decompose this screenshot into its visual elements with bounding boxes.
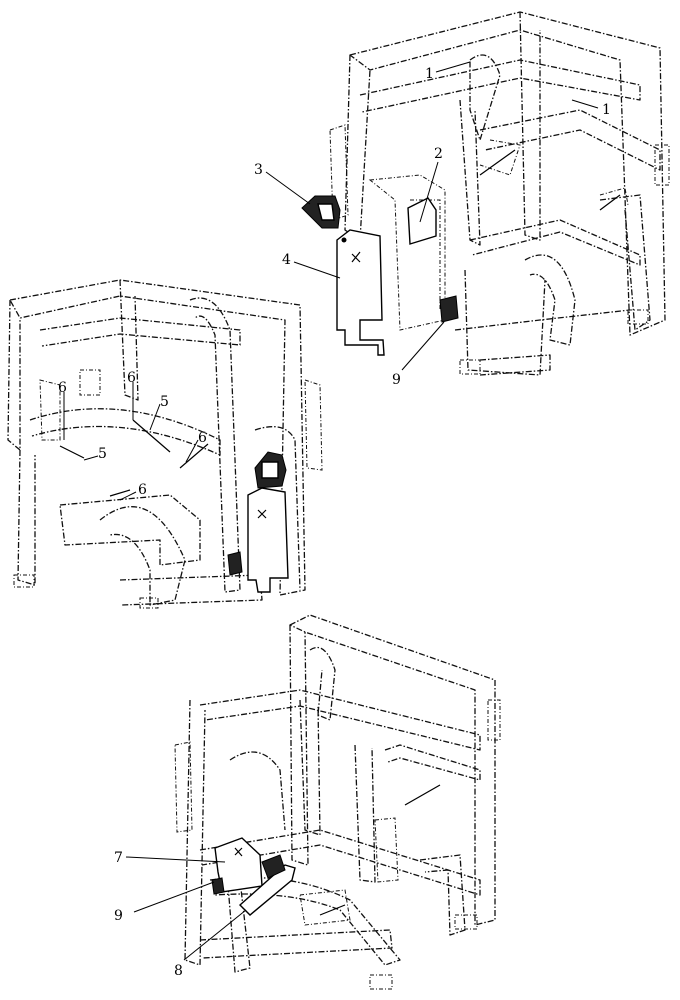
part-2-panel (407, 197, 437, 245)
callout-5a: 5 (160, 394, 169, 410)
view-2-bracket (254, 451, 287, 489)
callout-6b: 6 (127, 370, 136, 386)
callout-3: 3 (254, 162, 263, 178)
callout-4: 4 (282, 252, 291, 268)
callout-1a: 1 (425, 66, 434, 82)
callout-6c: 6 (198, 430, 207, 446)
view-2-clip (227, 551, 243, 576)
callouts-middle-view: 6 6 5 6 5 6 (58, 370, 207, 501)
part-8-strip (238, 854, 296, 916)
callout-9b: 9 (114, 908, 123, 924)
callout-1b: 1 (602, 102, 611, 118)
callout-9a: 9 (392, 372, 401, 388)
callout-5b: 5 (98, 446, 107, 462)
view-2-panel (247, 487, 289, 593)
part-3-bracket (301, 195, 341, 229)
callout-8: 8 (174, 963, 183, 979)
callout-6d: 6 (138, 482, 147, 498)
part-4-panel (336, 229, 385, 356)
callout-2: 2 (434, 146, 443, 162)
cab-frame-view-bottom (174, 614, 501, 990)
callouts-bottom-view: 7 9 8 (114, 850, 247, 979)
callout-6a: 6 (58, 380, 67, 396)
part-9-clip-top (439, 295, 459, 323)
part-9-clip-bottom (211, 877, 225, 895)
callouts-top-view: 1 1 2 3 4 9 (254, 61, 611, 388)
callout-7: 7 (114, 850, 123, 866)
cab-frame-view-middle (7, 279, 323, 609)
